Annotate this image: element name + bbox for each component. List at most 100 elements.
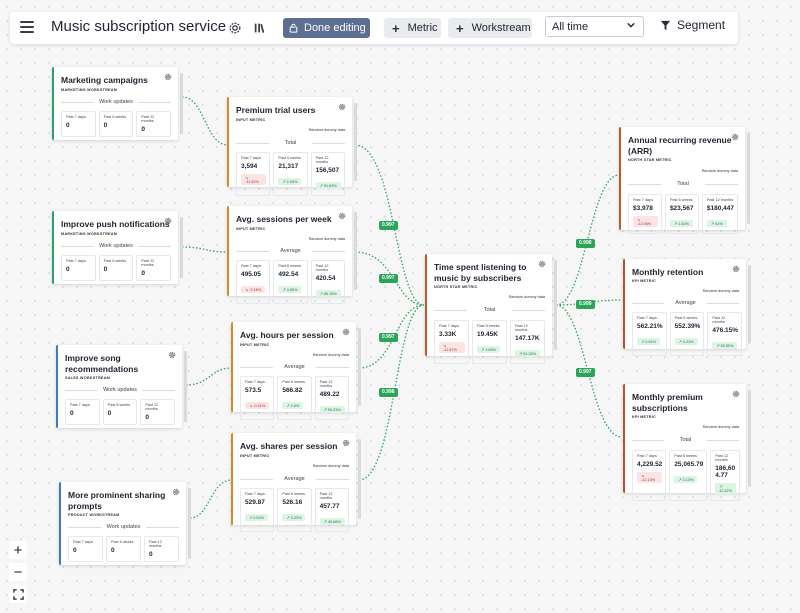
gear-icon[interactable] [732, 265, 740, 273]
time-range-select[interactable]: All time [545, 16, 644, 37]
gear-icon[interactable] [342, 439, 350, 447]
data-source-note: Random dummy data [312, 353, 349, 357]
card-title: Improve song recommendations [65, 353, 139, 374]
gear-icon[interactable] [164, 73, 172, 81]
edge-north-o3 [555, 304, 623, 438]
delta-badge: ↘ -0.21% [245, 402, 270, 409]
output-card-premium-subscriptions[interactable]: Monthly premium subscriptions KPI METRIC… [623, 384, 751, 501]
add-workstream-button[interactable]: + Workstream [448, 18, 532, 38]
data-source-note: Random dummy data [702, 289, 739, 293]
delta-badge: ↗ 49.66% [319, 518, 345, 525]
edge-weight-o2: 0.999 [576, 300, 595, 309]
edge-m1-north [354, 144, 425, 306]
section-label: Total [236, 140, 345, 146]
card-subtitle: MARKETING WORKSTREAM [61, 232, 118, 236]
add-metric-button[interactable]: + Metric [384, 18, 441, 38]
add-metric-label: Metric [407, 22, 438, 34]
card-title: Monthly retention [632, 267, 704, 277]
delta-badge: ↗ 2.63% [278, 178, 302, 185]
gear-icon[interactable] [338, 212, 346, 220]
edge-weight-m4: 0.998 [379, 388, 398, 397]
card-title: Avg. hours per session [240, 330, 334, 340]
section-label: Total [434, 307, 545, 313]
card-title: More prominent sharing prompts [68, 490, 166, 511]
gear-icon[interactable] [342, 328, 350, 336]
delta-badge: ↗ 51.63% [315, 182, 341, 189]
output-card-monthly-retention[interactable]: Monthly retention KPI METRIC Random dumm… [623, 259, 751, 356]
gear-icon[interactable] [538, 260, 546, 268]
delta-badge: ↗ 1.52% [669, 220, 693, 227]
workstream-card-push-notifications[interactable]: Improve push notifications MARKETING WOR… [52, 211, 183, 284]
delta-badge: ↗ 4.23% [674, 338, 698, 345]
card-subtitle: PRODUCT WORKSTREAM [68, 513, 120, 517]
segment-button[interactable]: Segment [660, 18, 725, 32]
gear-icon[interactable] [228, 21, 242, 35]
gear-icon[interactable] [731, 133, 739, 141]
done-editing-label: Done editing [304, 22, 366, 34]
section-label: Average [632, 300, 739, 306]
delta-badge: ↘ -12.13% [637, 472, 663, 483]
zoom-in-button[interactable]: + [9, 541, 27, 559]
card-title: Annual recurring revenue (ARR) [628, 135, 732, 156]
workstream-card-marketing-campaigns[interactable]: Marketing campaigns MARKETING WORKSTREAM… [52, 67, 183, 140]
section-label: Average [240, 476, 349, 482]
gear-icon[interactable] [732, 390, 740, 398]
section-label: Average [240, 364, 349, 370]
edge-ws2-m2 [181, 246, 229, 253]
metric-card-avg-shares[interactable]: Avg. shares per session INPUT METRIC Ran… [231, 433, 361, 532]
unlock-icon [289, 23, 298, 33]
card-title: Avg. shares per session [240, 441, 338, 451]
north-star-card-time-listening[interactable]: Time spent listening to music by subscri… [425, 254, 557, 364]
workstream-card-song-recommendations[interactable]: Improve song recommendations SALES WORKS… [56, 345, 187, 428]
edge-ws4-m4 [189, 479, 233, 519]
delta-badge: ↗ 2.13% [674, 476, 698, 483]
stat-past-7-days: Past 7 days$3,978↘ -12.06% [628, 194, 662, 234]
delta-badge: ↗ 51% [706, 220, 727, 227]
workstream-card-sharing-prompts[interactable]: More prominent sharing prompts PRODUCT W… [59, 482, 191, 565]
metric-card-avg-hours[interactable]: Avg. hours per session INPUT METRIC Rand… [231, 322, 361, 420]
gear-icon[interactable] [164, 217, 172, 225]
metric-card-premium-trial-users[interactable]: Premium trial users INPUT METRIC Random … [227, 97, 357, 196]
delta-badge: ↗ 42.42% [715, 483, 737, 494]
gear-icon[interactable] [172, 488, 180, 496]
gear-icon[interactable] [168, 351, 176, 359]
card-title: Time spent listening to music by subscri… [434, 262, 527, 283]
fit-view-button[interactable] [9, 585, 27, 603]
card-subtitle: INPUT METRIC [240, 454, 270, 458]
hamburger-menu-icon[interactable] [20, 21, 34, 33]
data-source-note: Random dummy data [702, 425, 739, 429]
fullscreen-icon [12, 588, 24, 600]
delta-badge: ↗ 0.91% [637, 338, 661, 345]
time-range-value: All time [552, 20, 589, 33]
data-source-note: Random dummy data [308, 237, 345, 241]
card-subtitle: KPI METRIC [632, 279, 656, 283]
segment-label: Segment [677, 18, 726, 32]
gear-icon[interactable] [338, 103, 346, 111]
zoom-out-button[interactable]: − [9, 563, 27, 581]
metric-card-avg-sessions[interactable]: Avg. sessions per week INPUT METRIC Rand… [227, 206, 357, 304]
edge-weight-o1: 0.998 [576, 239, 595, 248]
output-card-arr[interactable]: Annual recurring revenue (ARR) NORTH STA… [619, 127, 750, 234]
done-editing-button[interactable]: Done editing [283, 18, 370, 38]
card-title: Premium trial users [236, 105, 316, 115]
library-icon[interactable] [253, 21, 267, 35]
section-label: Total [628, 181, 738, 187]
